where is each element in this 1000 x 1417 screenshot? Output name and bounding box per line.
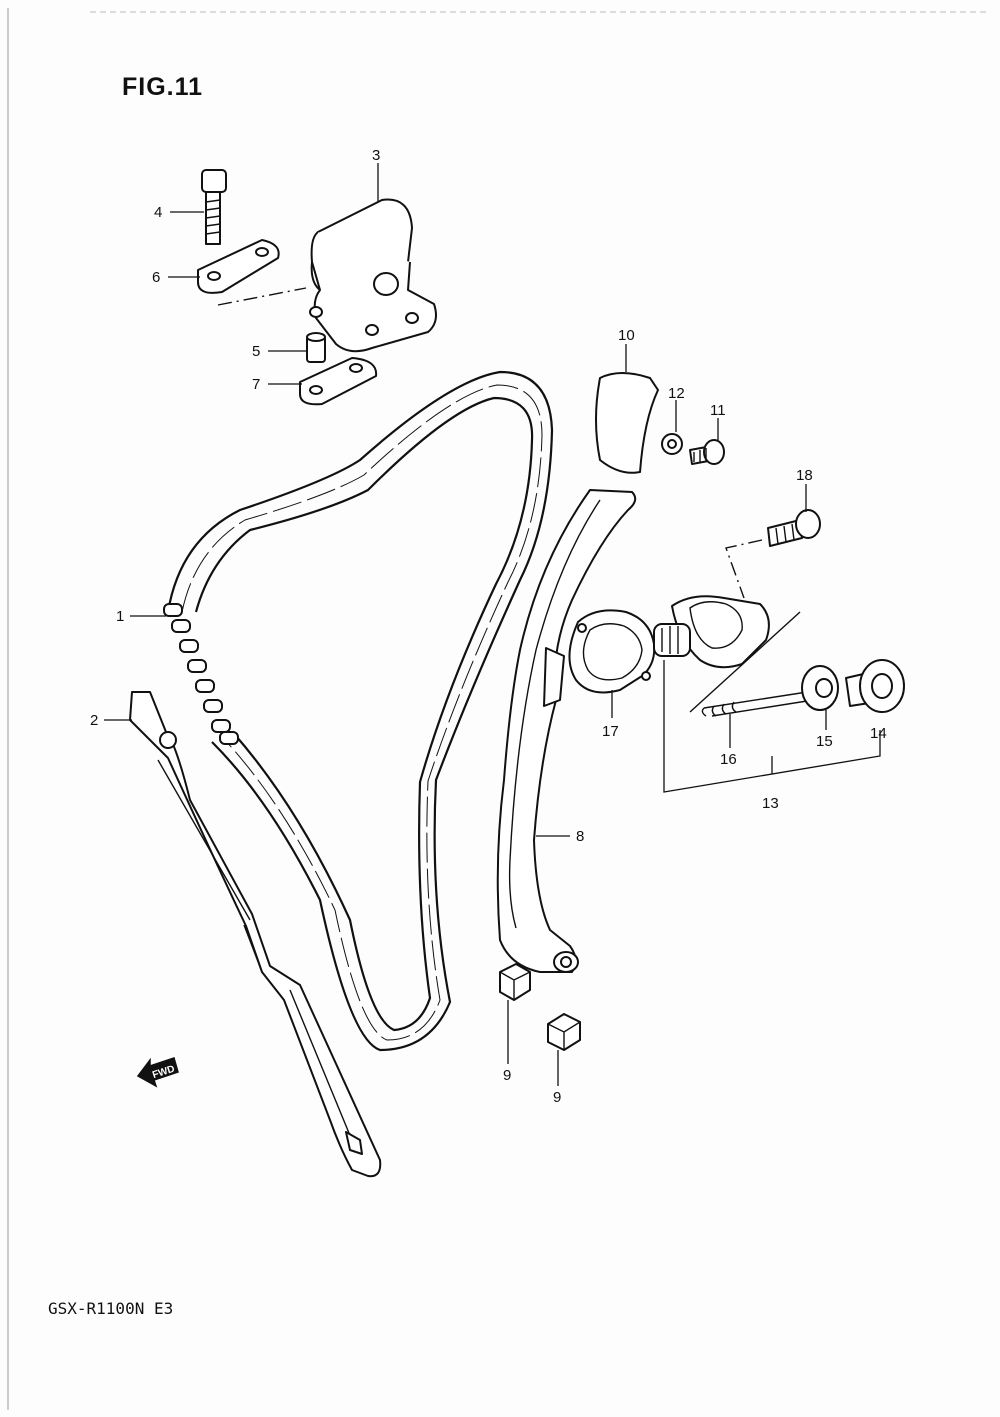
model-code: GSX-R1100N E3 [48, 1299, 173, 1318]
part-4-bolt [201, 169, 227, 245]
callout-10: 10 [618, 327, 635, 344]
callout-1: 1 [116, 608, 124, 625]
part-3-top-chain-guide [309, 198, 437, 353]
part-11-screw [689, 439, 725, 465]
part-10-pad [595, 372, 659, 474]
callout-18: 18 [796, 467, 813, 484]
callout-2: 2 [90, 712, 98, 729]
part-6-plate [197, 239, 280, 294]
assembly-line-6-3 [217, 287, 307, 306]
part-18-bolt [767, 509, 821, 547]
part-2-rear-chain-guide [129, 691, 382, 1178]
callout-17: 17 [602, 723, 619, 740]
part-5-collar [306, 332, 326, 363]
part-9-damper-left [499, 963, 531, 1001]
assembly-line-18-13 [725, 539, 763, 599]
callout-9a: 9 [503, 1067, 511, 1084]
callout-13: 13 [762, 795, 779, 812]
callout-8: 8 [576, 828, 584, 845]
part-7-plate [299, 357, 378, 406]
callout-3: 3 [372, 147, 380, 164]
callout-12: 12 [668, 385, 685, 402]
callout-4: 4 [154, 204, 162, 221]
callout-leaders [104, 163, 827, 1086]
part-13-tensioner-assembly [653, 595, 801, 713]
part-15-washer [801, 665, 839, 711]
callout-11: 11 [710, 402, 726, 419]
part-1-cam-chain [163, 370, 554, 1052]
callout-7: 7 [252, 376, 260, 393]
callout-5: 5 [252, 343, 260, 360]
callout-15: 15 [816, 733, 833, 750]
part-17-gasket [568, 609, 656, 694]
part-8-tensioner-guide [496, 489, 637, 973]
part-9-damper-right [547, 1013, 581, 1051]
figure-title: FIG.11 [122, 73, 203, 101]
part-14-cap-bolt [845, 659, 905, 713]
callout-16: 16 [720, 751, 737, 768]
callout-9b: 9 [553, 1089, 561, 1106]
part-12-washer [661, 433, 683, 455]
callout-6: 6 [152, 269, 160, 286]
callout-14: 14 [870, 725, 887, 742]
fwd-arrow-icon: FWD [136, 1057, 179, 1088]
